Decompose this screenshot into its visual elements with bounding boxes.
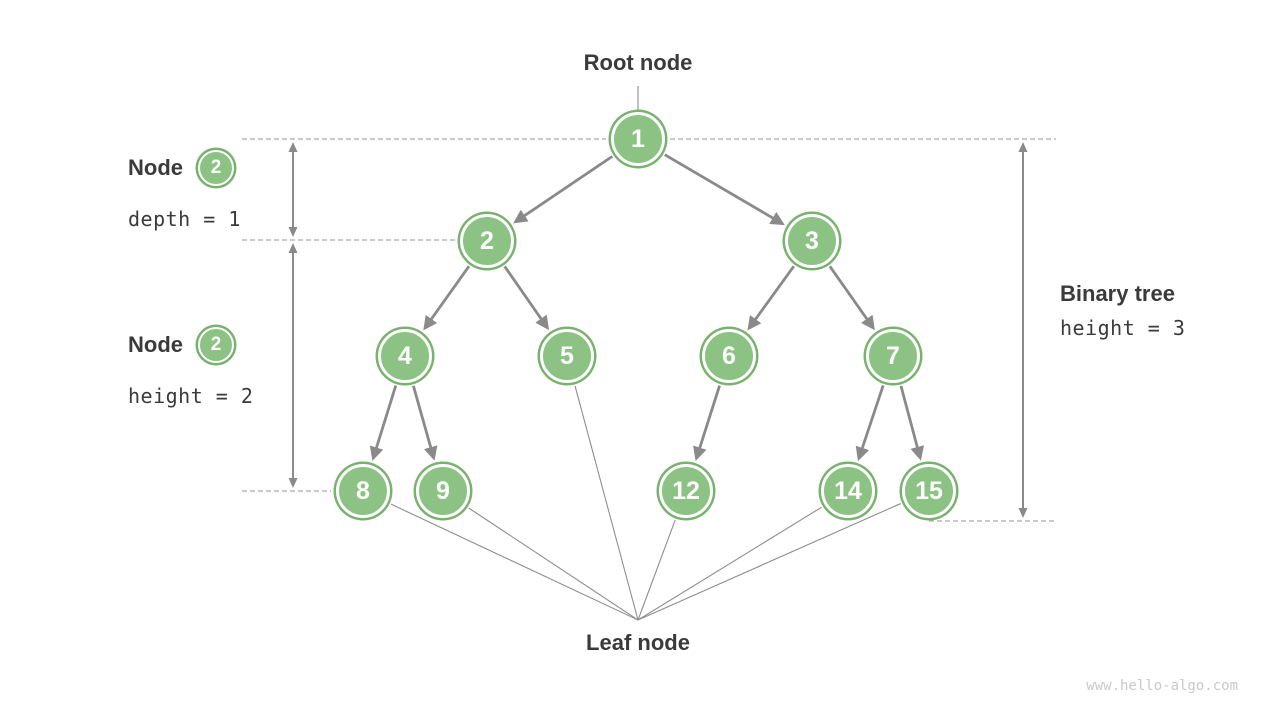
tree-node-3: 3 xyxy=(785,214,839,268)
measure-arrowhead-down-0 xyxy=(288,227,298,237)
leaf-connector-line-9 xyxy=(468,507,639,621)
leaf-connector-line-8 xyxy=(390,503,639,621)
tree-edge-7-14 xyxy=(855,384,885,462)
tree-edge-4-8 xyxy=(369,385,398,461)
tree-node-1: 1 xyxy=(611,112,665,166)
node-depth-title: Node xyxy=(128,155,183,180)
tree-node-2: 2 xyxy=(460,214,514,268)
tree-node-9: 9 xyxy=(416,464,470,518)
tree-edge-3-6 xyxy=(747,265,795,331)
tree-edge-2-5 xyxy=(503,265,550,331)
tree-node-12: 12 xyxy=(659,464,713,518)
tree-node-6: 6 xyxy=(702,329,756,383)
leaf-node-label: Leaf node xyxy=(586,630,690,655)
tree-edge-7-15 xyxy=(899,385,925,461)
measure-arrowhead-down-2 xyxy=(1018,508,1028,518)
tree-edge-1-2 xyxy=(513,155,614,224)
root-node-label: Root node xyxy=(583,50,693,75)
thin-lines-layer xyxy=(390,86,901,621)
node-depth-caption: depth = 1 xyxy=(128,207,241,231)
dashed-guides-layer xyxy=(242,138,1056,522)
leaf-connector-line-15 xyxy=(637,503,901,621)
tree-edge-1-3 xyxy=(664,153,785,226)
tree-height-caption: height = 3 xyxy=(1060,316,1186,340)
tree-node-14: 14 xyxy=(821,464,875,518)
node-height-caption: height = 2 xyxy=(128,384,254,408)
tree-node-15: 15 xyxy=(902,464,956,518)
leaf-connector-line-5 xyxy=(574,385,639,621)
tree-edge-6-12 xyxy=(693,385,721,461)
leaf-connector-line-12 xyxy=(637,519,676,621)
measure-arrowhead-down-1 xyxy=(288,478,298,488)
tree-edge-4-9 xyxy=(412,385,438,461)
tree-node-4: 4 xyxy=(378,329,432,383)
measure-arrows-layer xyxy=(288,142,1028,518)
tree-edge-2-4 xyxy=(423,265,471,331)
measure-arrowhead-up-2 xyxy=(1018,142,1028,152)
tree-node-8: 8 xyxy=(336,464,390,518)
tree-node-5: 5 xyxy=(540,329,594,383)
watermark: www.hello-algo.com xyxy=(1086,678,1238,694)
node-height-title: Node xyxy=(128,332,183,357)
tree-edges-layer xyxy=(369,153,925,462)
tree-height-title: Binary tree xyxy=(1060,281,1175,306)
node-height-badge: 2 xyxy=(198,327,234,363)
node-depth-annotation: Node 2 xyxy=(128,147,234,189)
tree-edge-3-7 xyxy=(828,265,875,331)
leaf-connector-line-14 xyxy=(637,506,822,621)
node-height-annotation: Node 2 xyxy=(128,324,234,366)
tree-node-7: 7 xyxy=(866,329,920,383)
measure-arrowhead-up-1 xyxy=(288,243,298,253)
measure-arrowhead-up-0 xyxy=(288,142,298,152)
node-depth-badge: 2 xyxy=(198,150,234,186)
